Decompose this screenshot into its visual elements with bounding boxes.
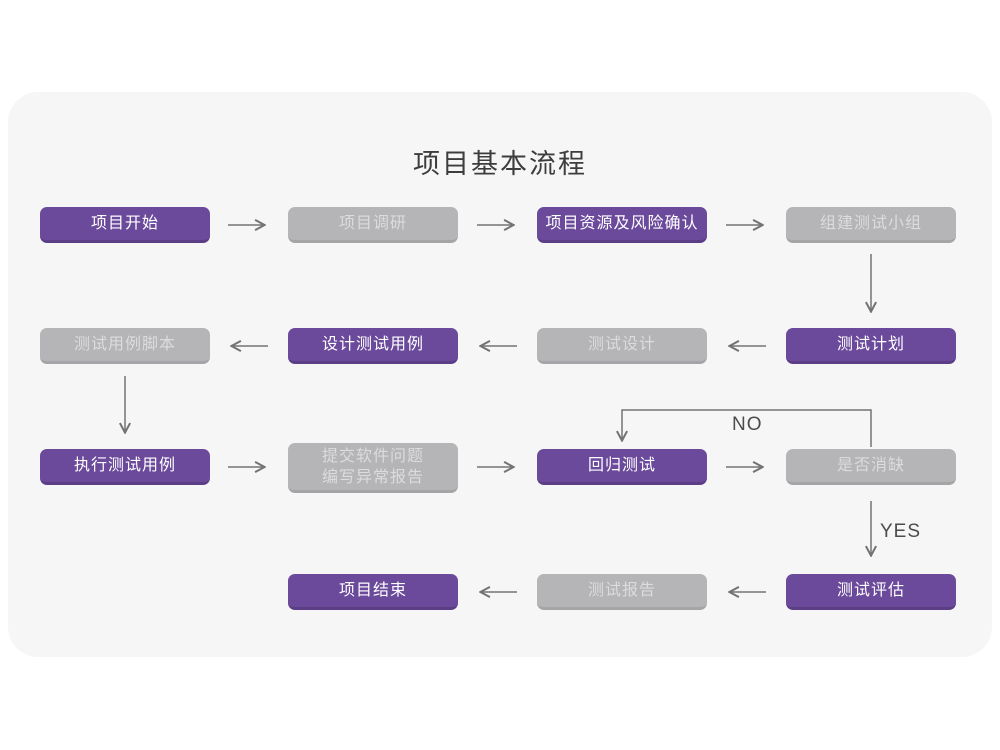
node-case-scripts: 测试用例脚本 [40,328,210,364]
node-label: 项目调研 [338,215,407,232]
node-label: 测试报告 [587,582,656,599]
node-label: 设计测试用例 [321,336,424,353]
node-label-line2: 编写异常报告 [321,468,424,486]
node-regression-test: 回归测试 [537,449,707,485]
node-design-cases: 设计测试用例 [288,328,458,364]
node-label: 测试用例脚本 [73,336,176,353]
node-execute-cases: 执行测试用例 [40,449,210,485]
node-label-line1: 提交软件问题 [321,447,424,465]
node-label: 项目资源及风险确认 [545,215,699,232]
node-test-report: 测试报告 [537,574,707,610]
flowchart-card [8,92,992,657]
node-label: 回归测试 [587,457,656,474]
page-title: 项目基本流程 [413,149,587,179]
node-label: 执行测试用例 [73,457,176,474]
node-project-start: 项目开始 [40,207,210,243]
node-test-evaluation: 测试评估 [786,574,956,610]
node-submit-issues: 提交软件问题 编写异常报告 [288,443,458,493]
node-label: 测试评估 [836,582,905,599]
node-label: 组建测试小组 [819,215,922,232]
node-defect-cleared: 是否消缺 [786,449,956,485]
node-project-end: 项目结束 [288,574,458,610]
node-resources-risk: 项目资源及风险确认 [537,207,707,243]
node-project-research: 项目调研 [288,207,458,243]
node-test-design: 测试设计 [537,328,707,364]
node-build-team: 组建测试小组 [786,207,956,243]
edge-label-no: NO [732,414,763,435]
edge-label-yes: YES [880,521,922,542]
node-label: 项目开始 [90,215,159,232]
node-test-plan: 测试计划 [786,328,956,364]
node-label: 项目结束 [338,582,407,599]
node-label: 测试设计 [587,336,656,353]
node-label: 是否消缺 [836,457,905,474]
node-label: 测试计划 [836,336,905,353]
